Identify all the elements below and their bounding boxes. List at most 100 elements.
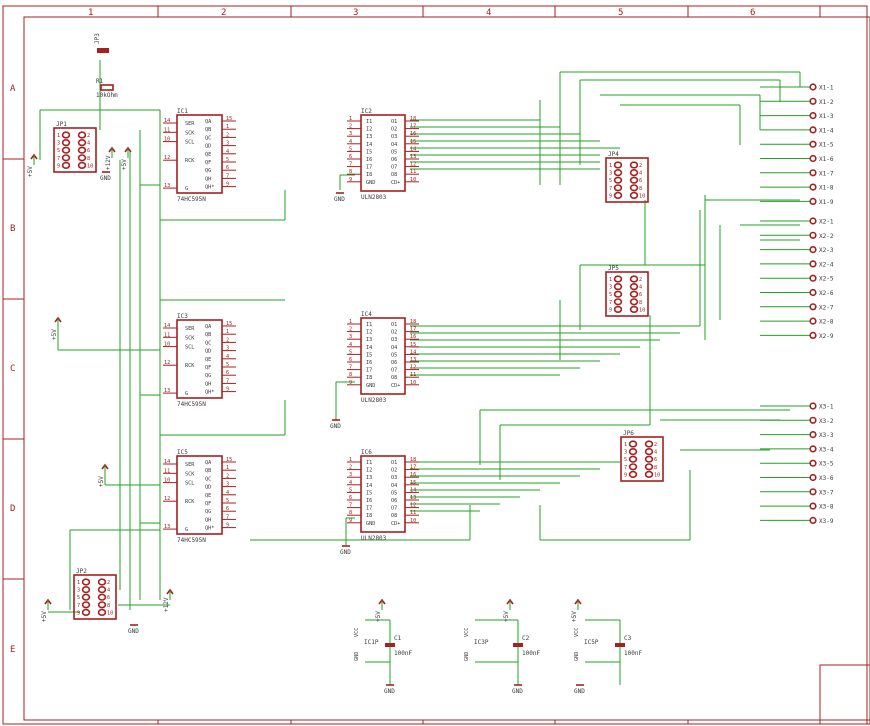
pin-label: O2 bbox=[391, 127, 397, 133]
connector-label: X3-4 bbox=[819, 446, 834, 453]
ic-body bbox=[176, 114, 223, 194]
pin-number: 6 bbox=[349, 154, 352, 160]
pin-label: QB bbox=[205, 127, 211, 133]
connector-pad bbox=[809, 197, 817, 205]
pin-number: 8 bbox=[349, 510, 352, 516]
header-pin-number: 10 bbox=[639, 307, 645, 313]
pin-label: O5 bbox=[391, 149, 397, 155]
pin-label: O8 bbox=[391, 513, 397, 519]
pin-number: 7 bbox=[226, 173, 229, 179]
pin-label: GND bbox=[366, 180, 375, 186]
pin-number: 7 bbox=[349, 503, 352, 509]
connector-label: X1-1 bbox=[819, 85, 834, 92]
connector-pad bbox=[809, 288, 817, 297]
header-pin bbox=[629, 169, 639, 177]
power-v5: +5V bbox=[98, 463, 109, 487]
ic-body bbox=[360, 317, 406, 395]
header-pin-number: 6 bbox=[87, 148, 90, 154]
pin-label: SCK bbox=[185, 471, 195, 477]
pin-number: 8 bbox=[349, 372, 352, 378]
supply-label: +5V bbox=[41, 611, 48, 622]
capacitor-value: 100nF bbox=[624, 650, 642, 657]
header-body bbox=[73, 574, 117, 620]
ground-symbol: GND bbox=[330, 419, 341, 430]
pin-label: SER bbox=[185, 121, 195, 127]
connector-label: X2-4 bbox=[819, 261, 834, 268]
pin-label: G bbox=[185, 391, 188, 397]
ground-symbol: GND bbox=[574, 684, 585, 695]
pin-label: QF bbox=[205, 160, 211, 166]
pin-number: 16 bbox=[410, 131, 416, 137]
header-body bbox=[53, 127, 97, 173]
pin-number: 9 bbox=[226, 182, 229, 188]
ground-symbol: GND bbox=[384, 684, 395, 695]
ic-power-ref: IC3P bbox=[474, 639, 489, 646]
header-pin-number: 4 bbox=[654, 450, 657, 456]
header-pin bbox=[81, 585, 91, 594]
pin-number: 3 bbox=[226, 346, 229, 352]
pin-number: 4 bbox=[349, 480, 352, 486]
pin-label: I3 bbox=[366, 337, 372, 343]
supply-label: +12V bbox=[105, 155, 112, 170]
header-pin-number: 7 bbox=[57, 156, 60, 162]
pin-number: 13 bbox=[410, 495, 416, 501]
row-label: A bbox=[10, 84, 16, 94]
connector-pad bbox=[809, 473, 817, 482]
pin-number: 16 bbox=[410, 334, 416, 340]
pin-label: CD+ bbox=[391, 383, 400, 389]
header-pin-number: 1 bbox=[57, 133, 60, 139]
pin-number: 4 bbox=[226, 354, 229, 360]
header-pin bbox=[61, 161, 71, 169]
pin-number: 9 bbox=[349, 380, 352, 386]
connector-pad bbox=[809, 154, 817, 163]
pin-number: 2 bbox=[226, 473, 229, 479]
header-pin bbox=[97, 578, 107, 586]
pin-label: QC bbox=[205, 476, 211, 482]
header-pin-number: 5 bbox=[77, 595, 80, 601]
connector-pad bbox=[809, 516, 817, 525]
pin-number: 6 bbox=[226, 370, 229, 376]
header-pin-number: 1 bbox=[77, 580, 80, 586]
pin-label: I2 bbox=[366, 468, 372, 474]
connector-label: X1-4 bbox=[819, 127, 834, 134]
capacitor-value: 100nF bbox=[394, 650, 412, 657]
pin-label: GND bbox=[366, 383, 375, 389]
pin-label: G bbox=[185, 527, 188, 533]
ic-power-gnd: GND bbox=[464, 652, 470, 661]
pin-label: O5 bbox=[391, 352, 397, 358]
pin-number: 11 bbox=[164, 127, 170, 133]
header-pin-number: 5 bbox=[57, 148, 60, 154]
resistor-value: 10kOhm bbox=[96, 92, 118, 99]
row-label: C bbox=[10, 364, 15, 374]
connector-pad bbox=[809, 317, 817, 325]
ic-body bbox=[360, 455, 406, 533]
pin-label: I5 bbox=[366, 490, 372, 496]
header-pin bbox=[629, 305, 639, 314]
pin-label: QF bbox=[205, 365, 211, 371]
pin-number: 3 bbox=[226, 141, 229, 147]
pin-number: 7 bbox=[349, 365, 352, 371]
header-pin bbox=[77, 154, 87, 162]
header-pin-number: 4 bbox=[639, 171, 642, 177]
pin-label: I1 bbox=[366, 460, 372, 466]
pin-number: 1 bbox=[226, 329, 229, 335]
header-ref: JP5 bbox=[608, 265, 619, 272]
connector-pad bbox=[809, 183, 817, 191]
pin-number: 13 bbox=[164, 524, 170, 530]
header-pin bbox=[613, 169, 623, 177]
pin-label: QH* bbox=[205, 185, 214, 191]
ground-symbol: GND bbox=[340, 545, 351, 556]
pin-label: QF bbox=[205, 501, 211, 507]
connector-label: X1-2 bbox=[819, 99, 834, 106]
column-labels: 1 2 3 4 5 6 bbox=[88, 8, 755, 18]
pin-label: QH bbox=[205, 381, 211, 387]
pin-number: 1 bbox=[226, 124, 229, 130]
ic-ref: IC2 bbox=[361, 108, 372, 115]
connector-pad bbox=[809, 303, 817, 311]
ic-power-gnd: GND bbox=[354, 652, 360, 661]
pin-label: I6 bbox=[366, 360, 372, 366]
header-pin bbox=[613, 290, 623, 298]
